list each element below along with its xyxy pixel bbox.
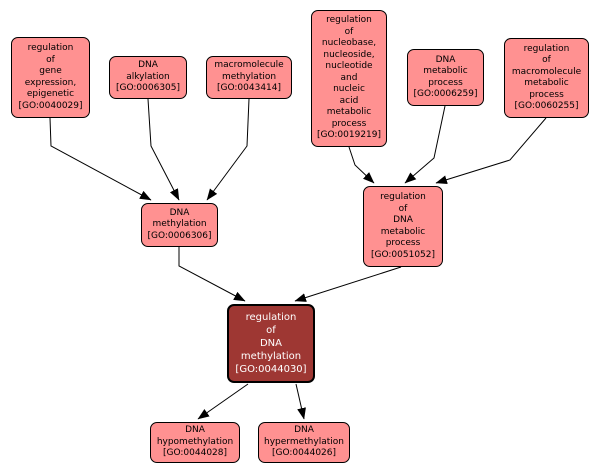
node-label: regulation of gene expression, epigeneti… [18, 43, 83, 111]
node-regulation-of-gene-expression-epigenetic[interactable]: regulation of gene expression, epigeneti… [11, 37, 90, 118]
node-regulation-of-nucleobase-nucleic-acid-metabolic-process[interactable]: regulation of nucleobase, nucleoside, nu… [311, 10, 387, 147]
node-regulation-of-macromolecule-metabolic-process[interactable]: regulation of macromolecule metabolic pr… [504, 38, 589, 118]
node-macromolecule-methylation[interactable]: macromolecule methylation [GO:0043414] [206, 56, 292, 99]
edge-0051052-to-0044030 [294, 266, 402, 302]
node-dna-hypermethylation[interactable]: DNA hypermethylation [GO:0044026] [258, 422, 350, 463]
node-label: regulation of DNA methylation [GO:004403… [235, 312, 307, 375]
node-label: DNA methylation [GO:0006306] [147, 207, 212, 241]
node-dna-methylation[interactable]: DNA methylation [GO:0006306] [141, 203, 218, 247]
node-label: regulation of macromolecule metabolic pr… [511, 43, 582, 112]
edge-0019219-to-0051052 [348, 146, 375, 184]
node-dna-metabolic-process[interactable]: DNA metabolic process [GO:0006259] [407, 49, 484, 106]
node-label: regulation of nucleobase, nucleoside, nu… [316, 15, 382, 141]
edge-0006306-to-0044030 [178, 247, 246, 302]
node-dna-hypomethylation[interactable]: DNA hypomethylation [GO:0044028] [150, 422, 240, 463]
edge-0006259-to-0051052 [404, 105, 446, 184]
node-regulation-of-dna-metabolic-process[interactable]: regulation of DNA metabolic process [GO:… [363, 186, 443, 267]
node-label: regulation of DNA metabolic process [GO:… [370, 192, 436, 260]
node-dna-alkylation[interactable]: DNA alkylation [GO:0006305] [109, 56, 187, 99]
edge-0043414-to-0006306 [206, 98, 250, 201]
edge-0060255-to-0051052 [435, 117, 547, 185]
edge-0044030-to-0044026 [295, 383, 306, 420]
edge-0006305-to-0006306 [147, 98, 180, 201]
node-label: DNA hypomethylation [GO:0044028] [156, 425, 234, 459]
node-label: macromolecule methylation [GO:0043414] [214, 60, 284, 94]
edge-0040029-to-0006306 [49, 117, 152, 201]
node-label: DNA metabolic process [GO:0006259] [413, 54, 478, 100]
node-label: DNA hypermethylation [GO:0044026] [264, 425, 344, 459]
edge-0044030-to-0044028 [197, 383, 249, 420]
node-label: DNA alkylation [GO:0006305] [115, 60, 181, 94]
node-regulation-of-dna-methylation-selected[interactable]: regulation of DNA methylation [GO:004403… [227, 304, 315, 383]
